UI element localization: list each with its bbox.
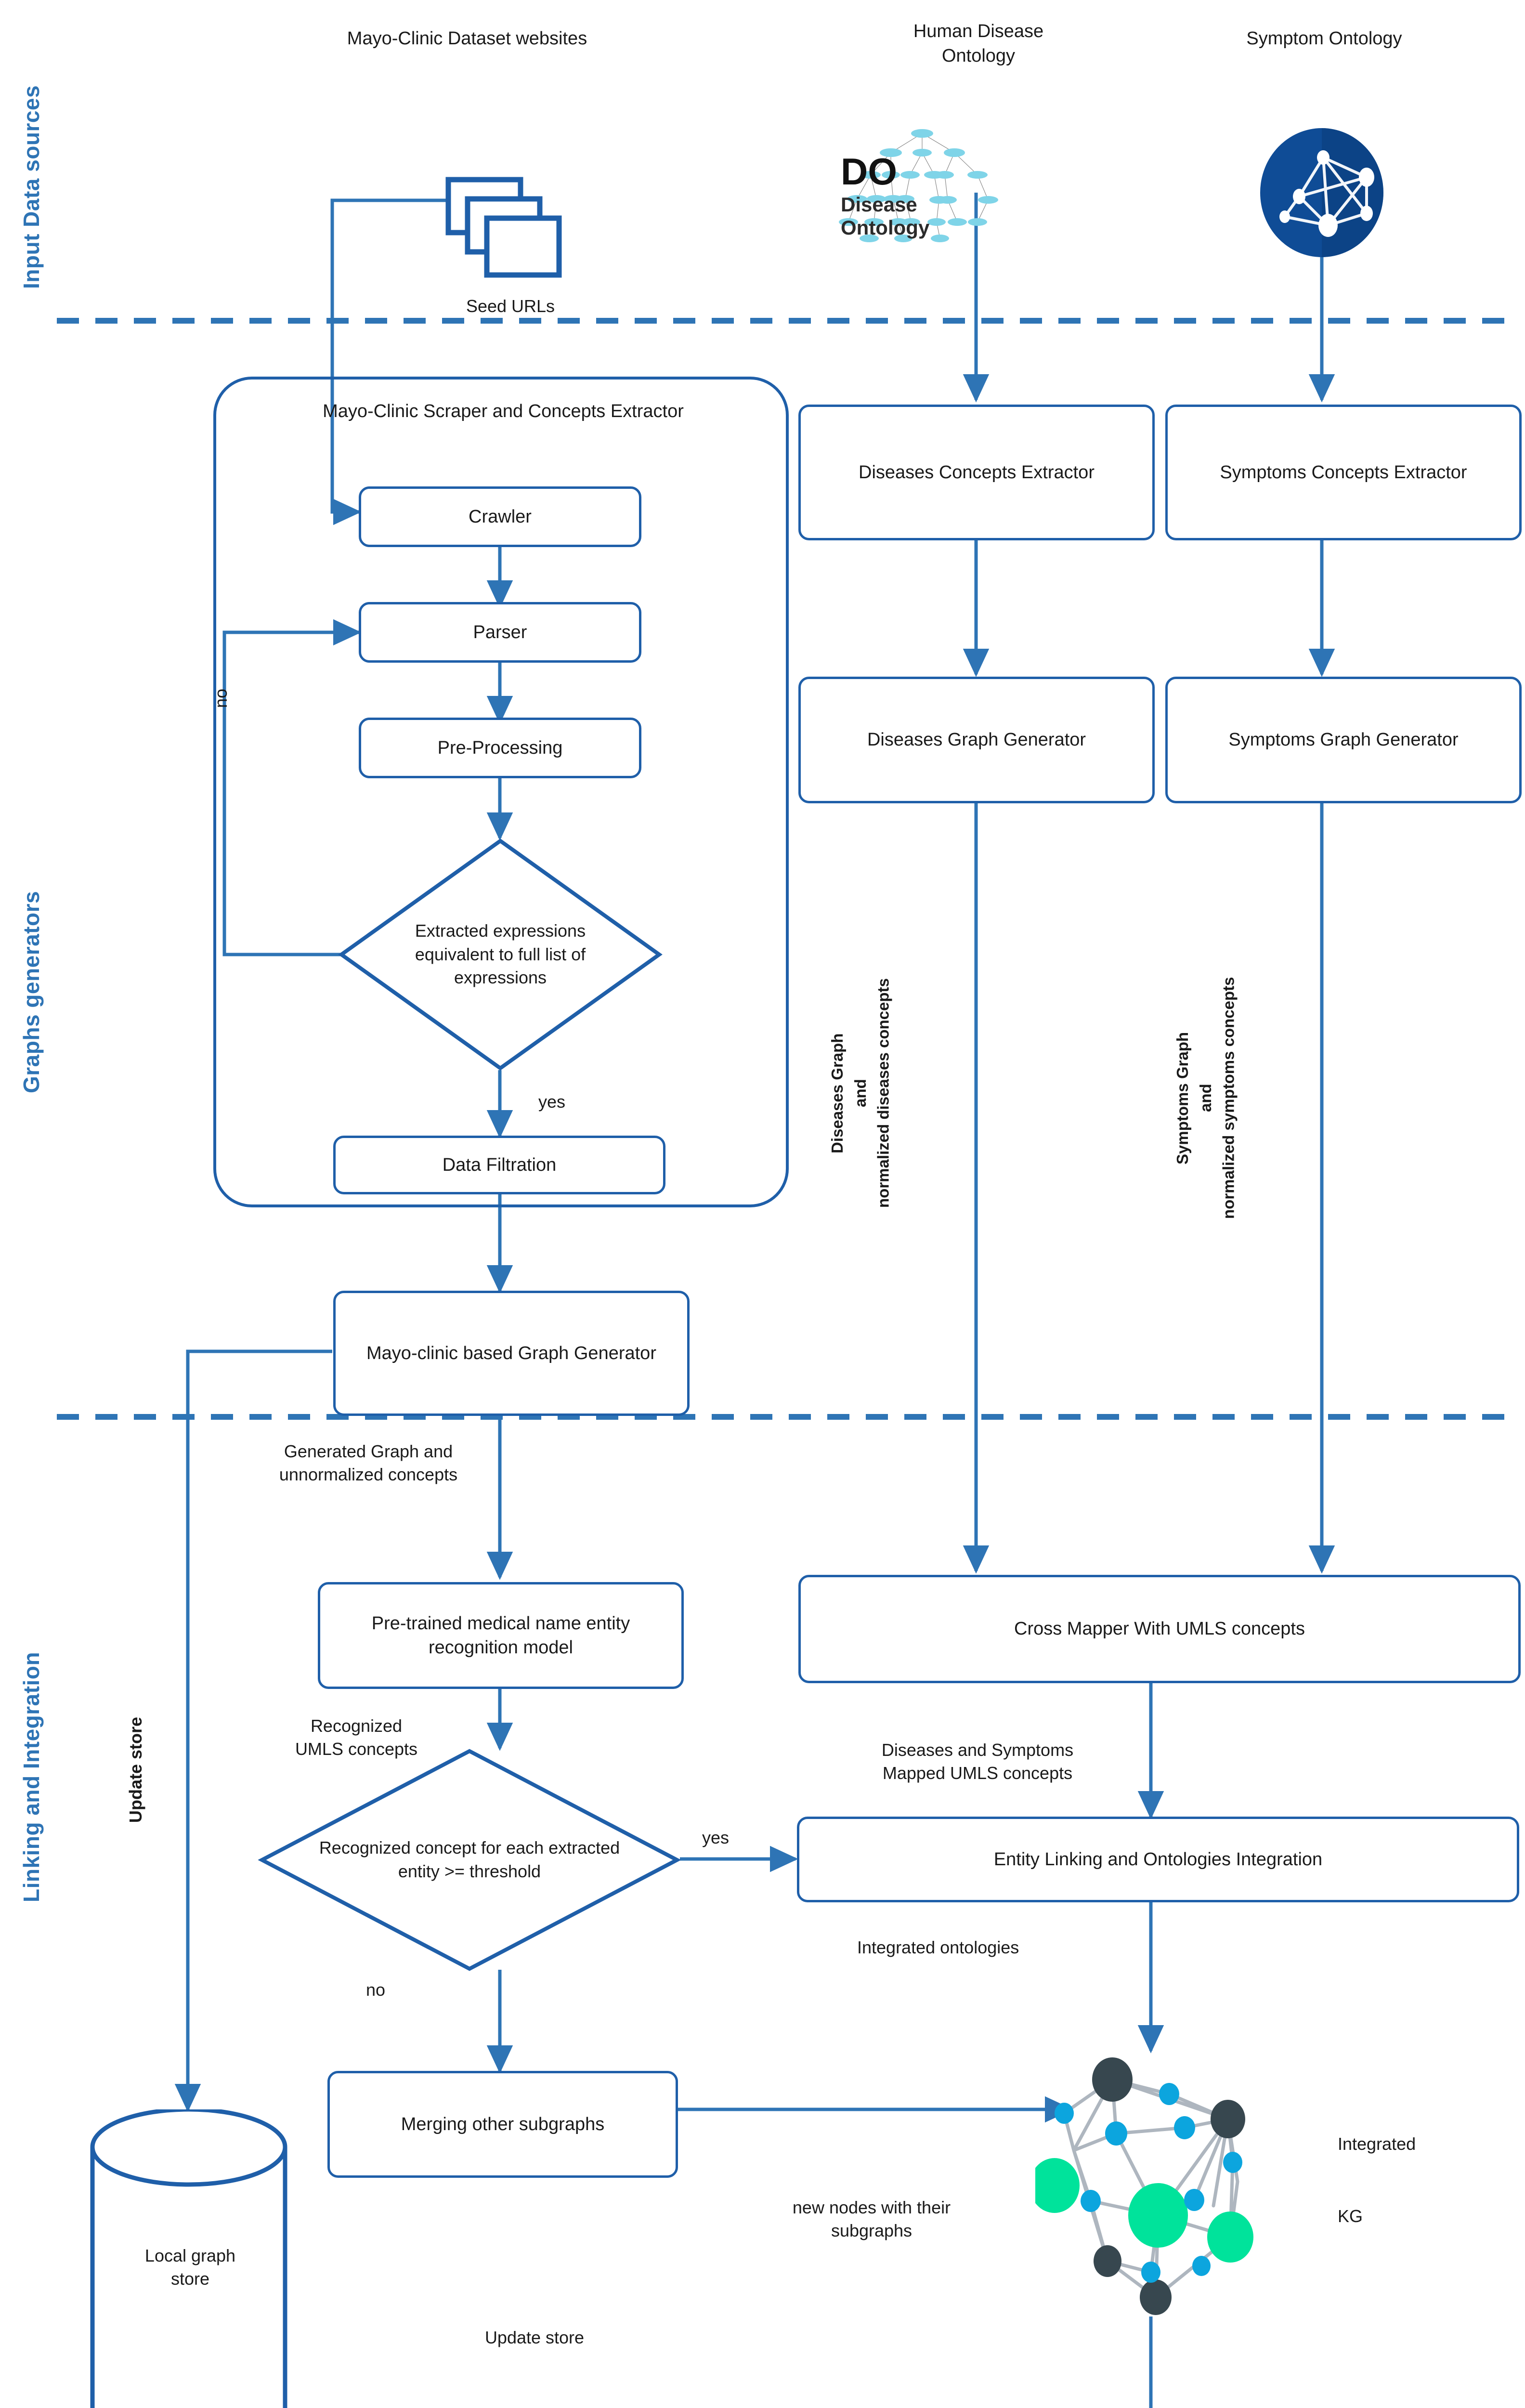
kg-node-cyan	[1141, 2262, 1160, 2283]
decision-extracted-expressions-label: Extracted expressions equivalent to full…	[415, 920, 586, 988]
kg-node-dark	[1092, 2057, 1133, 2102]
seed-urls-pages-icon	[445, 177, 562, 278]
edge-label-diseases-graph-flow: Diseases Graph and normalized diseases c…	[828, 978, 892, 1208]
kg-node-green	[1128, 2183, 1188, 2248]
edge-label-no-scraper: no	[211, 689, 231, 708]
node-diseases-concepts-extractor[interactable]: Diseases Concepts Extractor	[798, 405, 1155, 540]
edge-label-update-store-left: Update store	[126, 1716, 145, 1823]
edge-label-new-nodes-subgraphs: new nodes with their subgraphs	[792, 2198, 951, 2241]
disease-ontology-logo-icon: DO Disease Ontology	[839, 129, 998, 242]
edge-label-generated-graph: Generated Graph and unnormalized concept…	[279, 1441, 458, 1485]
node-symptoms-graph-generator[interactable]: Symptoms Graph Generator	[1165, 677, 1522, 803]
edge-label-no-linking: no	[366, 1980, 386, 2000]
source-title-symptom-ontology: Symptom Ontology	[1246, 28, 1402, 49]
symptom-ontology-network-icon	[1260, 128, 1383, 257]
kg-node-cyan	[1105, 2121, 1127, 2146]
source-title-mayo-clinic: Mayo-Clinic Dataset websites	[347, 28, 587, 49]
node-data-filtration[interactable]: Data Filtration	[333, 1136, 665, 1194]
decision-recognized-concept-threshold[interactable]: Recognized concept for each extracted en…	[258, 1749, 681, 1971]
edge-label-diseases-symptoms-mapped: Diseases and Symptoms Mapped UMLS concep…	[881, 1740, 1074, 1783]
svg-text:DO: DO	[841, 150, 897, 193]
kg-node-cyan	[1174, 2116, 1195, 2139]
svg-text:Ontology: Ontology	[841, 216, 930, 239]
kg-label-kg: KG	[1338, 2206, 1363, 2226]
kg-node-green	[1035, 2158, 1080, 2213]
edge-label-integrated-ontologies: Integrated ontologies	[857, 1937, 1019, 1957]
node-diseases-graph-generator[interactable]: Diseases Graph Generator	[798, 677, 1155, 803]
edge-label-yes-scraper: yes	[538, 1092, 566, 1112]
node-local-graph-store-label: Local graph store	[144, 2246, 236, 2289]
kg-node-cyan	[1055, 2103, 1074, 2124]
source-caption-seed-urls: Seed URLs	[466, 296, 555, 316]
kg-node-dark	[1211, 2100, 1245, 2138]
source-title-human-disease-ontology: Human Disease Ontology	[913, 21, 1044, 66]
kg-node-cyan	[1184, 2189, 1204, 2211]
mayo-clinic-scraper-group-title: Mayo-Clinic Scraper and Concepts Extract…	[323, 401, 684, 421]
kg-node-cyan	[1223, 2152, 1242, 2173]
node-entity-linking-and-ontologies-integration[interactable]: Entity Linking and Ontologies Integratio…	[797, 1817, 1519, 1902]
lane-title-linking-and-integration: Linking and Integration	[19, 1651, 44, 1902]
node-cross-mapper-with-umls[interactable]: Cross Mapper With UMLS concepts	[798, 1575, 1521, 1683]
edge-label-recognized-umls-concepts: Recognized UMLS concepts	[295, 1716, 418, 1759]
node-pre-processing[interactable]: Pre-Processing	[359, 718, 641, 778]
node-parser[interactable]: Parser	[359, 602, 641, 663]
decision-extracted-expressions[interactable]: Extracted expressions equivalent to full…	[338, 838, 663, 1071]
kg-node-green	[1207, 2212, 1253, 2263]
node-mayo-clinic-based-graph-generator[interactable]: Mayo-clinic based Graph Generator	[333, 1291, 690, 1416]
local-graph-store-cylinder-icon[interactable]	[87, 2109, 291, 2408]
svg-text:Disease: Disease	[841, 193, 917, 216]
kg-node-cyan	[1192, 2256, 1211, 2276]
decision-recognized-concept-label: Recognized concept for each extracted en…	[319, 1838, 620, 1881]
kg-node-dark	[1140, 2279, 1172, 2315]
mayo-clinic-scraper-group	[213, 377, 789, 1207]
kg-node-dark	[1094, 2245, 1121, 2277]
edge-label-update-store-bottom: Update store	[484, 2328, 585, 2347]
node-symptoms-concepts-extractor[interactable]: Symptoms Concepts Extractor	[1165, 405, 1522, 540]
kg-node-cyan	[1159, 2083, 1179, 2105]
node-merging-other-subgraphs[interactable]: Merging other subgraphs	[327, 2071, 678, 2178]
edge-kg-to-local-store	[1149, 2316, 1153, 2408]
node-pretrained-ner-model[interactable]: Pre-trained medical name entity recognit…	[318, 1582, 684, 1689]
edge-label-symptoms-graph-flow: Symptoms Graph and normalized symptoms c…	[1173, 977, 1238, 1219]
lane-title-input-data-sources: Input Data sources	[19, 85, 44, 289]
node-crawler[interactable]: Crawler	[359, 486, 641, 547]
edge-label-yes-linking: yes	[702, 1828, 730, 1847]
kg-node-cyan	[1081, 2190, 1101, 2212]
kg-label-integrated: Integrated	[1338, 2134, 1416, 2154]
integrated-kg-graph-icon	[1035, 2057, 1253, 2315]
lane-title-graphs-generators: Graphs generators	[19, 890, 44, 1093]
